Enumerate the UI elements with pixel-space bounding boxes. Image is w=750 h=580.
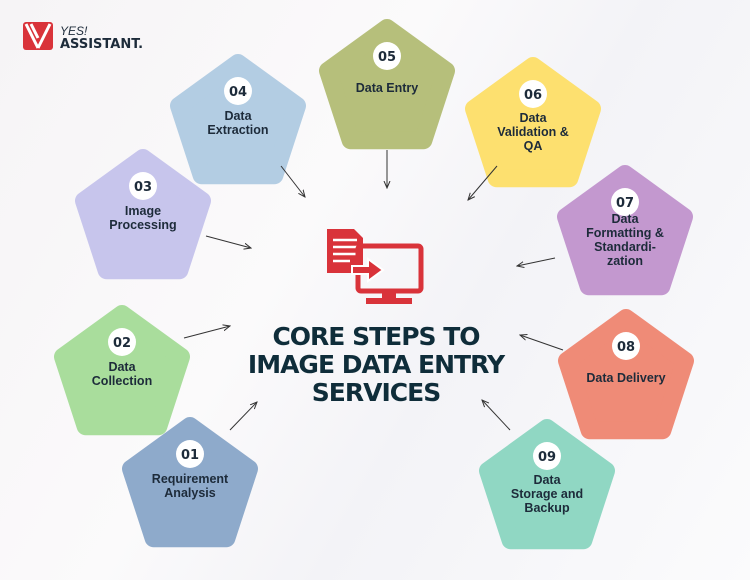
page-title: CORE STEPS TO IMAGE DATA ENTRY SERVICES: [248, 322, 507, 407]
arrow-right-icon: [351, 257, 385, 283]
steps: 01RequirementAnalysis02DataCollection03I…: [54, 19, 694, 550]
step-label: Data Delivery: [586, 371, 665, 385]
step-number: 09: [538, 450, 556, 465]
step-label: Standardi-: [594, 240, 656, 254]
step-label: Analysis: [164, 486, 215, 500]
step-label: Requirement: [152, 472, 229, 486]
step-pentagon: [479, 419, 615, 550]
logo: YES! ASSISTANT.: [23, 22, 143, 52]
step-label: Processing: [109, 218, 176, 232]
connector-arrow: [229, 402, 257, 431]
step-number: 05: [378, 50, 396, 65]
step-label: Extraction: [207, 123, 268, 137]
step-pentagon: [319, 19, 455, 150]
step-number-badge: [129, 172, 157, 200]
step-label: Collection: [92, 374, 152, 388]
logo-yes: YES!: [60, 24, 88, 38]
arrows: [183, 150, 564, 431]
connector-arrow: [517, 257, 556, 266]
step-label: Data: [108, 360, 136, 374]
connector-arrow: [205, 235, 251, 248]
step-pentagon: [75, 149, 211, 280]
step-pentagon: [54, 305, 190, 436]
step-number: 08: [617, 340, 635, 355]
step-label: Image: [125, 204, 161, 218]
step-number: 07: [616, 196, 634, 211]
logo-assistant: ASSISTANT.: [60, 37, 143, 52]
step-number-badge: [519, 80, 547, 108]
step-number: 04: [229, 85, 247, 100]
connector-arrow: [520, 335, 564, 351]
step-number-badge: [176, 440, 204, 468]
connector-arrow: [280, 165, 305, 197]
center-icon: [327, 229, 424, 304]
step-label: Data Entry: [356, 81, 419, 95]
step-label: QA: [524, 139, 543, 153]
connector-arrow: [183, 326, 230, 339]
title-line: SERVICES: [312, 378, 440, 407]
title-line: CORE STEPS TO: [272, 322, 479, 351]
step-number-badge: [373, 42, 401, 70]
step-number: 03: [134, 180, 152, 195]
step-label: Validation &: [497, 125, 569, 139]
step-number-badge: [612, 332, 640, 360]
step-number: 02: [113, 336, 131, 351]
connector-arrow: [468, 165, 498, 200]
step-pentagon: [557, 165, 693, 296]
step-label: zation: [607, 254, 643, 268]
step-pentagon: [465, 57, 601, 188]
step-pentagon: [170, 54, 306, 185]
step-label: Data: [533, 473, 561, 487]
step-number-badge: [611, 188, 639, 216]
connector-arrow: [482, 400, 511, 431]
step-number: 01: [181, 448, 199, 463]
step-number-badge: [224, 77, 252, 105]
step-pentagon: [122, 417, 258, 548]
step-number: 06: [524, 88, 542, 103]
step-pentagon: [558, 309, 694, 440]
document-icon: [327, 229, 363, 273]
step-number-badge: [533, 442, 561, 470]
title-line: IMAGE DATA ENTRY: [248, 350, 506, 379]
step-label: Data: [224, 109, 252, 123]
step-label: Data: [519, 111, 547, 125]
step-number-badge: [108, 328, 136, 356]
step-label: Data: [611, 212, 639, 226]
step-label: Storage and: [511, 487, 583, 501]
step-label: Formatting &: [586, 226, 664, 240]
step-label: Backup: [524, 501, 570, 515]
